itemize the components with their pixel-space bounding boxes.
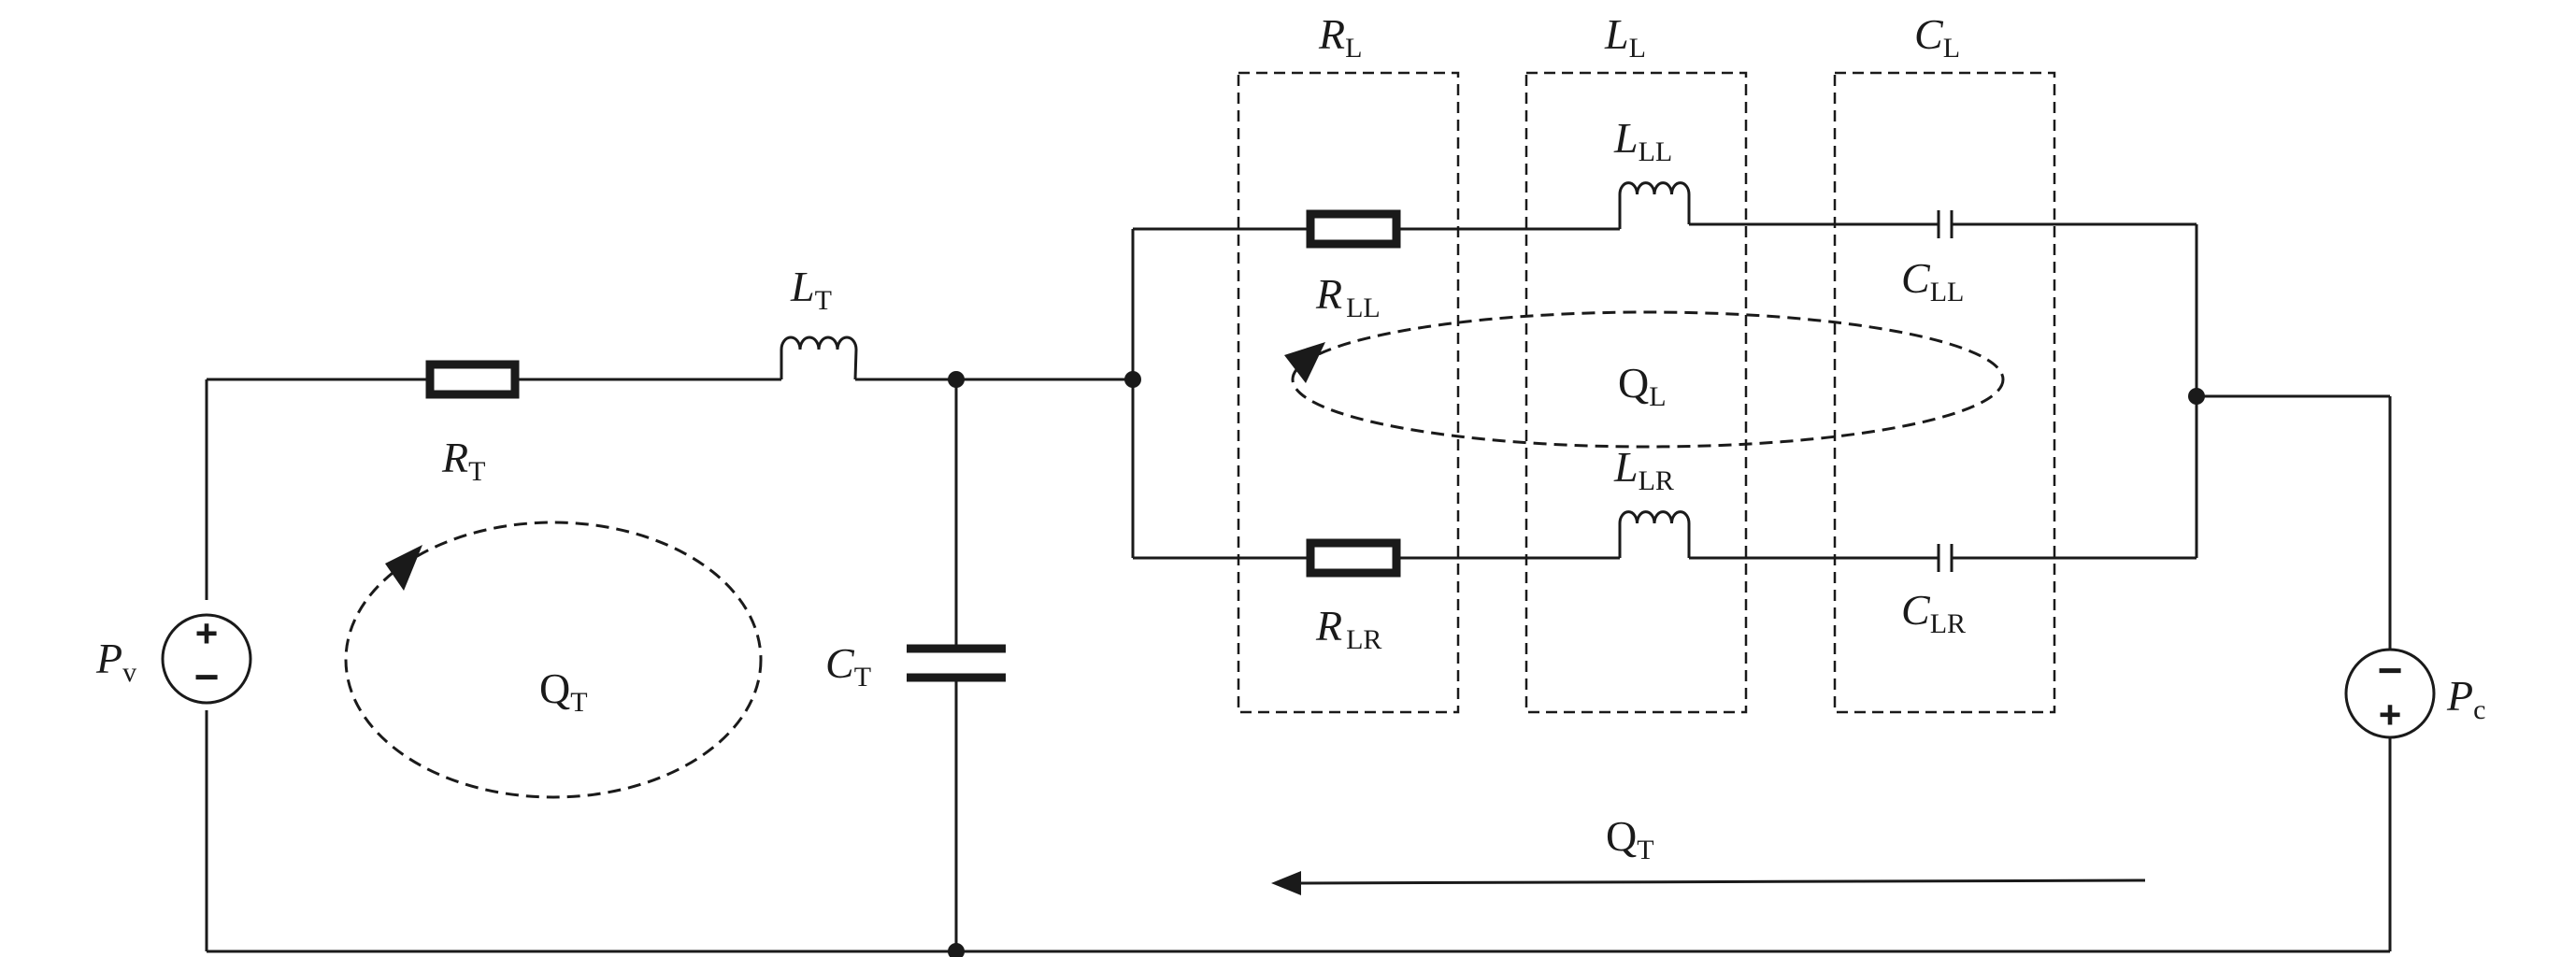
resistor-rlr <box>1306 538 1401 578</box>
capacitor-ct <box>907 644 1006 682</box>
source-pv: + − <box>161 611 252 705</box>
inductor-lll <box>1618 181 1691 229</box>
label-qt-flow: QT <box>1606 812 1654 865</box>
label-cl-group: CL <box>1914 10 1960 64</box>
capacitor-clr <box>1937 544 1953 572</box>
capacitor-cll <box>1937 210 1953 238</box>
flow-loop-qt <box>344 521 763 799</box>
junction-node <box>2188 388 2205 405</box>
label-clr: CLR <box>1901 586 1966 639</box>
junction-node <box>948 371 965 388</box>
label-pv: Pv <box>95 635 136 688</box>
source-pv-bottom-sign: − <box>194 652 220 701</box>
loop-arrow-icon <box>385 545 422 591</box>
rl-group-box <box>1237 71 1460 714</box>
label-cll: CLL <box>1901 254 1964 307</box>
source-pc-top-sign: − <box>2378 646 2403 694</box>
source-pv-top-sign: + <box>195 611 219 655</box>
cl-group-box <box>1833 71 2056 714</box>
inductor-llr <box>1618 510 1691 558</box>
label-llr: LLR <box>1613 443 1674 496</box>
label-ll-group: LL <box>1604 10 1646 64</box>
label-qt-loop: QT <box>539 664 588 718</box>
label-ct: CT <box>825 639 871 693</box>
source-pc-bottom-sign: + <box>2379 693 2402 736</box>
junction-node <box>948 943 965 957</box>
resistor-rll <box>1306 209 1401 249</box>
label-rt: RT <box>441 434 485 487</box>
label-lt: LT <box>790 263 832 316</box>
flow-loop-ql <box>1291 310 2005 449</box>
label-rl-group: RL <box>1318 10 1362 64</box>
inductor-lt <box>780 336 858 380</box>
label-pc: Pc <box>2446 672 2485 725</box>
label-ql: QL <box>1618 359 1667 412</box>
ll-group-box <box>1524 71 1748 714</box>
arrow-left-icon <box>1271 871 1301 895</box>
wires <box>205 222 2392 953</box>
flow-arrow-qt <box>1271 871 2146 895</box>
junction-node <box>1124 371 1141 388</box>
source-pc: − + <box>2344 646 2436 739</box>
loop-arrow-icon <box>1284 342 1325 383</box>
label-lll: LLL <box>1613 114 1672 167</box>
resistor-rt <box>425 360 520 399</box>
